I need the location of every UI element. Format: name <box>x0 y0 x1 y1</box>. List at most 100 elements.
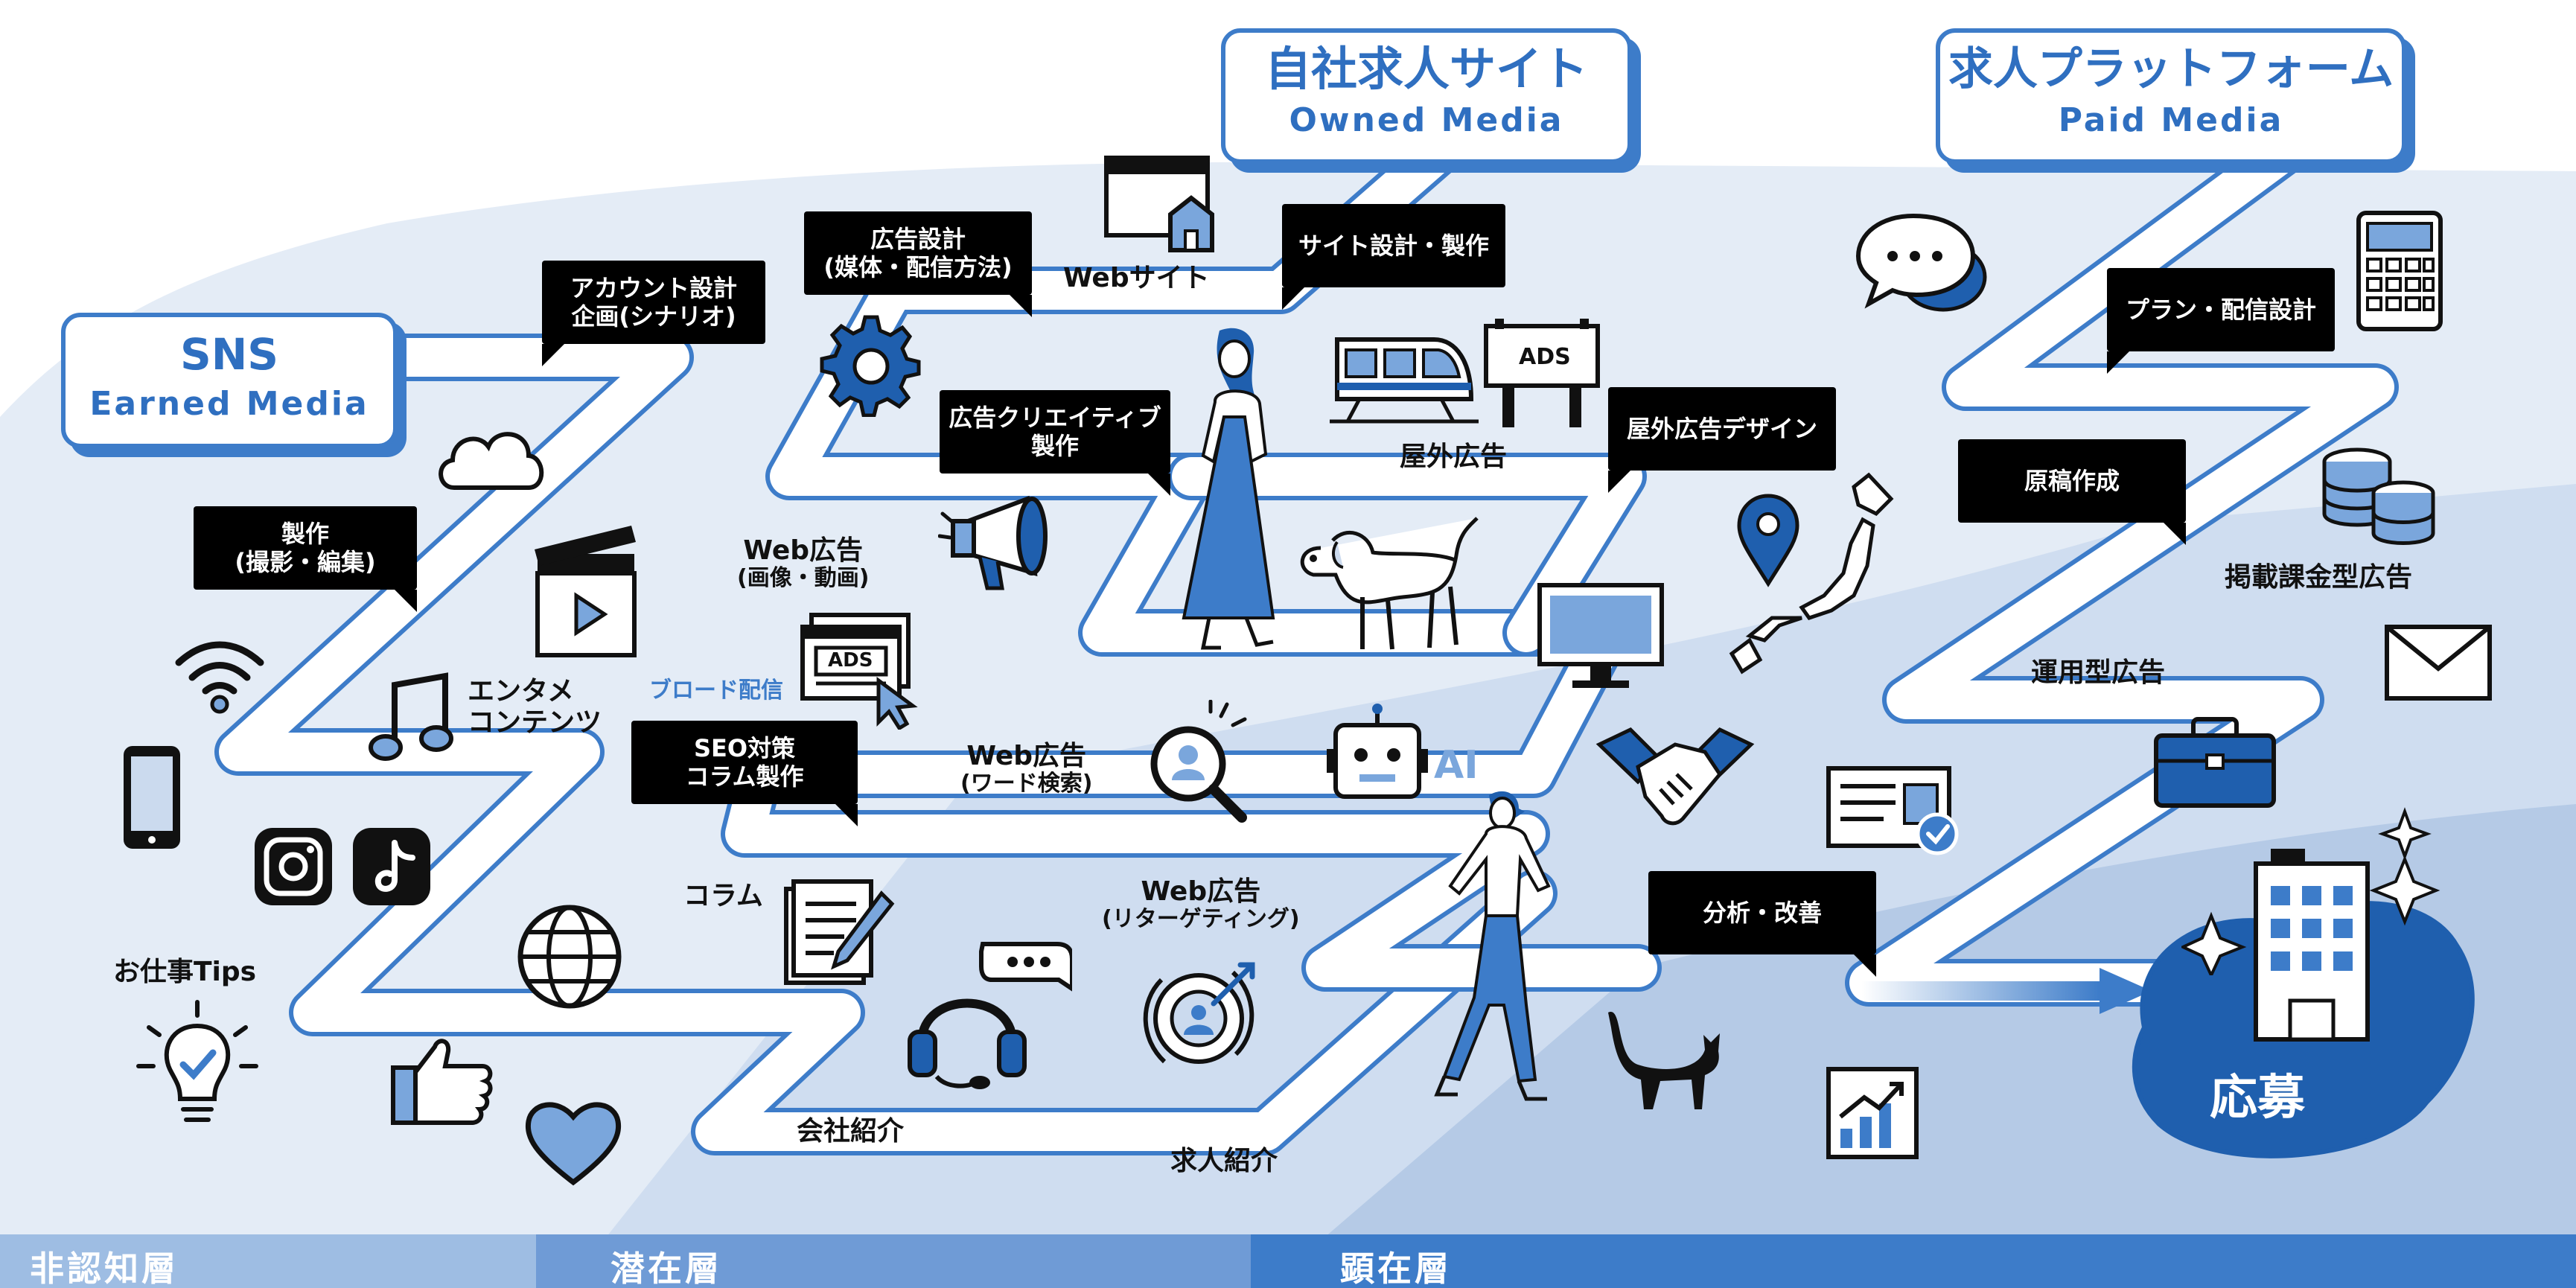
tag-plan-label: プラン・配信設計 <box>2125 296 2316 324</box>
calculator-icon <box>2356 211 2443 331</box>
tag-seo-line2: コラム製作 <box>685 762 804 791</box>
label-broad: ブロード配信 <box>649 678 783 704</box>
sns-title: SNS <box>179 329 279 380</box>
tag-ad-creative-line2: 製作 <box>1030 432 1079 460</box>
dog-figure <box>1300 517 1479 650</box>
goal-label: 応募 <box>2210 1071 2305 1126</box>
gear-icon <box>820 315 921 417</box>
japan-map-icon <box>1729 472 1894 675</box>
billboard-icon: ADS <box>1480 319 1607 430</box>
tag-production-line1: 製作 <box>281 520 329 548</box>
owned-subtitle: Owned Media <box>1289 101 1564 139</box>
growth-chart-icon <box>1826 1067 1919 1159</box>
document-pen-icon <box>784 879 895 985</box>
label-entertainment-line1: エンタメ <box>468 676 574 707</box>
handshake-icon <box>1595 727 1755 826</box>
layer-latent: 潜在層 <box>610 1249 722 1288</box>
heart-icon <box>525 1102 622 1186</box>
tag-production-line2: (撮影・編集) <box>235 548 376 576</box>
label-web-ad-image-main: Web広告 <box>743 535 864 566</box>
building-icon <box>2254 849 2370 1042</box>
paid-subtitle: Paid Media <box>2058 101 2284 139</box>
briefcase-icon <box>2154 717 2276 808</box>
train-icon <box>1330 337 1479 424</box>
wifi-icon <box>175 641 264 714</box>
tag-ad-design-line2: (媒体・配信方法) <box>823 253 1013 281</box>
ads-card-graphic <box>800 613 918 731</box>
tag-manuscript: 原稿作成 <box>1958 439 2186 545</box>
label-web-ad-retarget: Web広告 (リターゲティング) <box>1102 877 1300 932</box>
cat-figure <box>1608 1012 1720 1109</box>
billboard-text: ADS <box>1519 344 1571 370</box>
billboard-graphic <box>1484 319 1600 427</box>
label-job: 求人紹介 <box>1170 1146 1278 1176</box>
smartphone-icon <box>124 746 180 849</box>
label-website: Webサイト <box>1063 263 1210 293</box>
woman-walking-figure <box>1182 328 1275 650</box>
lightbulb-icon <box>136 1000 258 1122</box>
label-outdoor-ad: 屋外広告 <box>1400 441 1508 472</box>
tag-analysis: 分析・改善 <box>1648 871 1876 977</box>
website-window-icon <box>1104 156 1214 252</box>
tag-account-design: アカウント設計 企画(シナリオ) <box>542 261 765 366</box>
cloud-icon <box>439 432 544 490</box>
tag-account-design-line1: アカウント設計 <box>570 274 737 302</box>
tag-analysis-label: 分析・改善 <box>1702 899 1822 927</box>
globe-icon <box>517 905 622 1009</box>
label-ai: AI <box>1434 743 1479 788</box>
owned-header: 自社求人サイト Owned Media <box>1221 28 1632 164</box>
tag-ad-creative-line1: 広告クリエイティブ <box>949 404 1161 432</box>
label-web-ad-retarget-main: Web広告 <box>1141 876 1261 907</box>
label-operational-ad: 運用型広告 <box>2031 657 2166 688</box>
instagram-icon <box>255 828 332 905</box>
ads-card-text: ADS <box>828 649 873 672</box>
tag-plan: プラン・配信設計 <box>2107 268 2335 374</box>
tag-seo: SEO対策 コラム製作 <box>631 721 858 826</box>
owned-title: 自社求人サイト <box>1264 42 1588 96</box>
sparkle-icon <box>2181 807 2440 975</box>
thumbs-up-icon <box>391 1039 493 1125</box>
tag-account-design-line2: 企画(シナリオ) <box>571 302 736 331</box>
id-card-icon <box>1826 766 1959 855</box>
clapperboard-icon <box>535 526 637 657</box>
label-entertainment: エンタメ コンテンツ <box>468 676 602 739</box>
label-company: 会社紹介 <box>797 1116 905 1147</box>
tag-production: 製作 (撮影・編集) <box>194 506 417 612</box>
label-web-ad-word-main: Web広告 <box>966 741 1087 771</box>
tag-outdoor-design: 屋外広告デザイン <box>1608 387 1836 493</box>
tag-site-design: サイト設計・製作 <box>1282 204 1505 310</box>
tag-seo-line1: SEO対策 <box>693 734 796 762</box>
robot-icon <box>1327 704 1428 799</box>
headset-icon <box>908 942 1072 1089</box>
paid-header: 求人プラットフォーム Paid Media <box>1936 28 2406 164</box>
label-listing-ad: 掲載課金型広告 <box>2225 562 2413 593</box>
tag-ad-design-line1: 広告設計 <box>870 225 966 253</box>
sns-header: SNS Earned Media <box>61 313 398 448</box>
layer-apparent: 顕在層 <box>1340 1249 1452 1288</box>
coins-icon <box>2322 447 2435 545</box>
label-work-tips: お仕事Tips <box>113 957 257 987</box>
location-pin-icon <box>1737 494 1799 587</box>
tag-manuscript-label: 原稿作成 <box>2024 467 2120 495</box>
monitor-icon <box>1537 583 1664 688</box>
label-column: コラム <box>683 881 763 911</box>
ads-card-icon: ADS <box>795 610 918 731</box>
music-note-icon <box>369 672 453 761</box>
paid-title: 求人プラットフォーム <box>1948 43 2394 95</box>
megaphone-icon <box>938 495 1048 590</box>
tag-site-design-label: サイト設計・製作 <box>1298 232 1489 260</box>
sns-subtitle: Earned Media <box>89 385 369 423</box>
label-web-ad-word: Web広告 (ワード検索) <box>960 742 1092 797</box>
tiktok-icon <box>353 828 430 905</box>
label-web-ad-word-sub: (ワード検索) <box>960 771 1093 797</box>
speech-bubble-icon <box>1855 213 1987 312</box>
tag-outdoor-design-label: 屋外広告デザイン <box>1626 415 1817 443</box>
envelope-icon <box>2385 625 2492 701</box>
search-person-icon <box>1150 700 1247 823</box>
label-web-ad-image-sub: (画像・動画) <box>737 565 870 591</box>
label-entertainment-line2: コンテンツ <box>468 707 602 738</box>
tag-ad-design: 広告設計 (媒体・配信方法) <box>804 211 1032 317</box>
label-web-ad-retarget-sub: (リターゲティング) <box>1102 906 1300 932</box>
label-web-ad-image: Web広告 (画像・動画) <box>737 536 869 591</box>
